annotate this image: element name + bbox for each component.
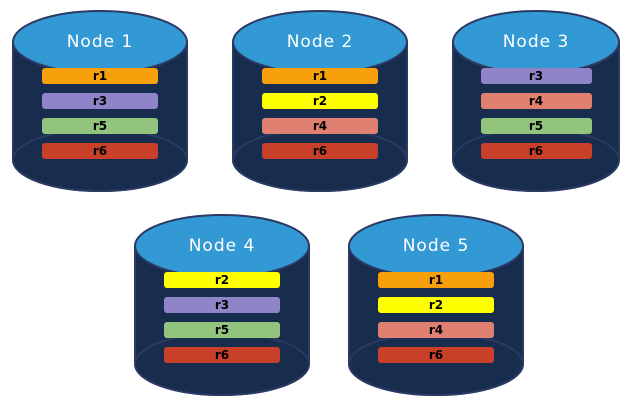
replica-bar[interactable]: r3: [480, 68, 592, 84]
replica-bar[interactable]: r6: [378, 347, 494, 363]
replica-bar[interactable]: r3: [42, 93, 158, 109]
replica-bar[interactable]: r5: [164, 322, 280, 338]
replica-bar[interactable]: r2: [164, 272, 280, 288]
node-3-replica-list: r3 r4 r5 r6: [452, 68, 620, 159]
replica-bar[interactable]: r5: [42, 118, 158, 134]
replica-bar[interactable]: r4: [480, 93, 592, 109]
replica-bar[interactable]: r6: [262, 143, 378, 159]
replica-bar[interactable]: r1: [262, 68, 378, 84]
replica-bar[interactable]: r2: [262, 93, 378, 109]
node-2-replica-list: r1 r2 r4 r6: [232, 68, 408, 159]
replica-bar[interactable]: r4: [378, 322, 494, 338]
node-4-replica-list: r2 r3 r5 r6: [134, 272, 310, 363]
node-5-replica-list: r1 r2 r4 r6: [348, 272, 524, 363]
replica-bar[interactable]: r4: [262, 118, 378, 134]
replica-bar[interactable]: r2: [378, 297, 494, 313]
replica-bar[interactable]: r6: [480, 143, 592, 159]
node-1-replica-list: r1 r3 r5 r6: [12, 68, 188, 159]
replica-bar[interactable]: r6: [42, 143, 158, 159]
replica-bar[interactable]: r6: [164, 347, 280, 363]
replica-bar[interactable]: r1: [42, 68, 158, 84]
replica-bar[interactable]: r5: [480, 118, 592, 134]
replica-bar[interactable]: r1: [378, 272, 494, 288]
replica-bar[interactable]: r3: [164, 297, 280, 313]
